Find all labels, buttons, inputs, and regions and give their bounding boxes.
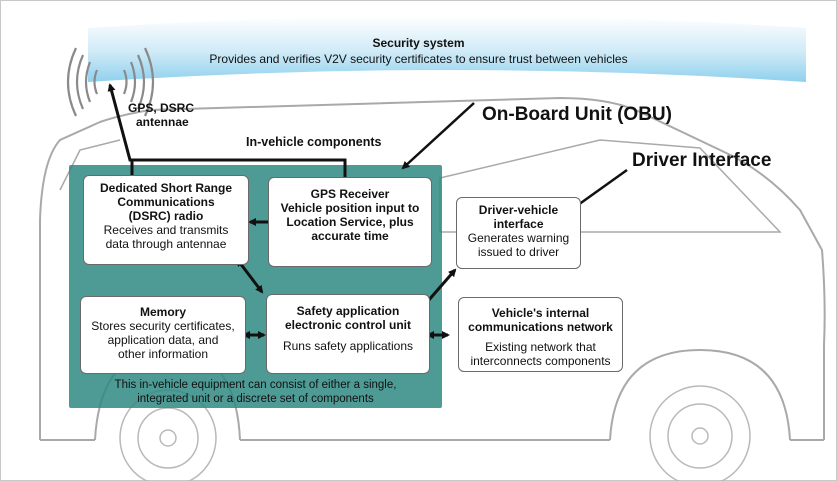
network-body-line2: interconnects components	[470, 354, 611, 368]
dsrc-radio-box: Dedicated Short Range Communications (DS…	[83, 175, 249, 265]
dvi-title-line1: Driver-vehicle	[478, 203, 559, 217]
safety-title-line2: electronic control unit	[284, 318, 411, 332]
gps-receiver-box: GPS Receiver Vehicle position input to L…	[268, 177, 432, 267]
network-body-line1: Existing network that	[485, 340, 596, 354]
antenna-label: GPS, DSRC antennae	[128, 101, 194, 129]
gps-title-line1: GPS Receiver	[310, 187, 390, 201]
driver-vehicle-interface-box: Driver-vehicle interface Generates warni…	[456, 197, 581, 269]
memory-box: Memory Stores security certificates, app…	[80, 296, 246, 374]
safety-ecu-box: Safety application electronic control un…	[266, 294, 430, 374]
dsrc-title-line3: (DSRC) radio	[128, 209, 204, 223]
antenna-label-line1: GPS, DSRC	[128, 101, 195, 115]
dsrc-body-line2: data through antennae	[105, 237, 227, 251]
driver-interface-callout: Driver Interface	[632, 150, 772, 171]
footnote-line1: This in-vehicle equipment can consist of…	[114, 379, 397, 391]
gps-title-line3: Location Service, plus	[286, 215, 414, 229]
dvi-body-line2: issued to driver	[477, 245, 560, 259]
dvi-body-line1: Generates warning	[467, 231, 570, 245]
memory-title: Memory	[139, 305, 186, 319]
gps-title-line2: Vehicle position input to	[280, 201, 420, 215]
memory-body-line3: other information	[117, 347, 209, 361]
internal-network-box: Vehicle's internal communications networ…	[458, 297, 623, 372]
antenna-label-line2: antennae	[136, 115, 189, 129]
obu-callout: On-Board Unit (OBU)	[482, 104, 672, 125]
security-arc	[88, 16, 806, 82]
safety-body-line1: Runs safety applications	[282, 339, 414, 353]
antenna-icon	[66, 47, 155, 117]
dsrc-title-line1: Dedicated Short Range	[99, 181, 233, 195]
dsrc-title-line2: Communications	[117, 195, 215, 209]
dsrc-body-line1: Receives and transmits	[103, 223, 229, 237]
security-description: Provides and verifies V2V security certi…	[209, 52, 628, 66]
security-title: Security system	[372, 36, 465, 50]
safety-title-line1: Safety application	[296, 304, 400, 318]
dvi-title-line2: interface	[493, 217, 544, 231]
footnote-line2: integrated unit or a discrete set of com…	[137, 393, 374, 405]
memory-body-line2: application data, and	[107, 333, 219, 347]
gps-title-line4: accurate time	[311, 229, 389, 243]
network-title-line2: communications network	[468, 320, 613, 334]
in-vehicle-label: In-vehicle components	[246, 135, 382, 149]
network-title-line1: Vehicle's internal	[491, 306, 590, 320]
equipment-footnote: This in-vehicle equipment can consist of…	[69, 378, 442, 406]
memory-body-line1: Stores security certificates,	[91, 319, 235, 333]
